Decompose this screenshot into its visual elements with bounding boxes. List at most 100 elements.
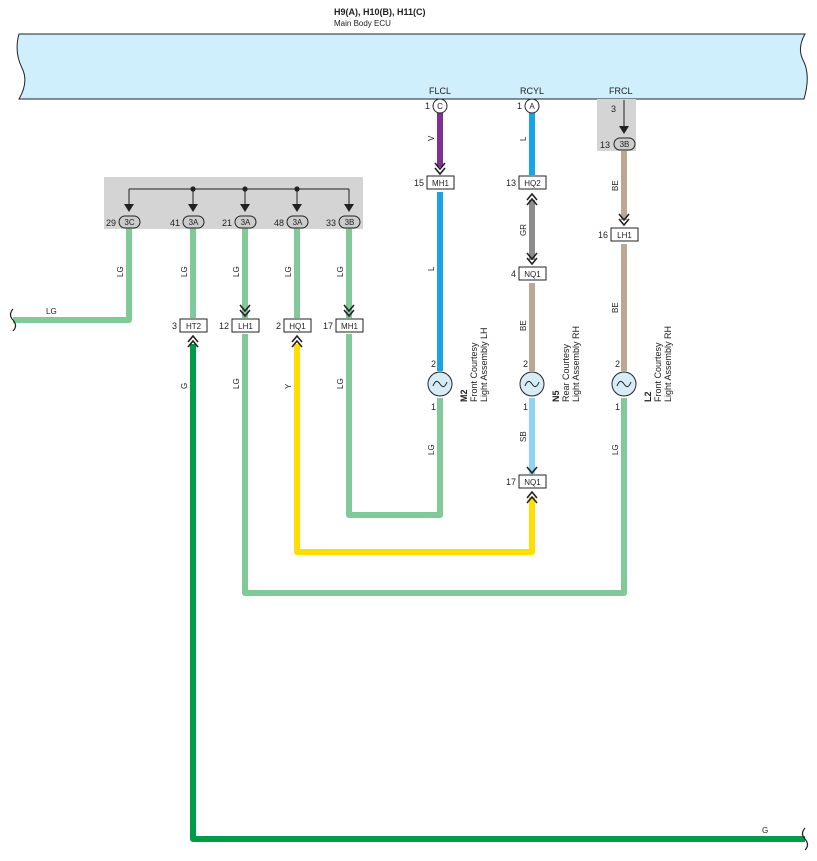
lamp-m2-name-1: Front Courtesy (469, 342, 479, 402)
wire-color-jc4: LG (284, 266, 293, 277)
connector-hq2-pin: 13 (506, 178, 516, 188)
wire-color-lh1-left-down: LG (232, 378, 241, 389)
wire-color-flcl: V (427, 135, 436, 141)
connector-nq1-top: NQ1 4 (511, 252, 547, 281)
connector-hq2-id: HQ2 (524, 179, 541, 188)
wire-color-n5-upper: BE (519, 320, 528, 331)
junction-pin-3: 3A 21 (222, 215, 257, 229)
junction-pin-5: 3B 33 (326, 215, 361, 229)
connector-mh1-left-pin: 17 (323, 321, 333, 331)
wire-color-bottom-out: G (762, 826, 768, 835)
connector-nq1-bottom-id: NQ1 (524, 478, 541, 487)
lamp-l2-pin1: 1 (615, 402, 620, 412)
lamp-m2-pin2: 2 (431, 359, 436, 369)
wire-color-hq2-down: GR (519, 224, 528, 236)
ecu-pin-flcl-number: 1 (425, 101, 430, 111)
wire-g-bottom (190, 344, 805, 842)
lamp-m2-pin1: 1 (431, 402, 436, 412)
wire-color-hq1-down: Y (284, 383, 293, 389)
lamp-m2-name-2: Light Assembly LH (479, 327, 489, 402)
wire-color-jc1: LG (116, 266, 125, 277)
lamp-l2-code: L2 (643, 391, 653, 402)
main-body-ecu-block (16, 33, 808, 100)
lamp-n5: 2 1 N5 Rear Courtesy Light Assembly RH (519, 326, 581, 412)
wire-color-jc5: LG (336, 266, 345, 277)
connector-mh1-left-id: MH1 (341, 322, 358, 331)
ecu-pin-rcyl-number: 1 (517, 101, 522, 111)
connector-mh1-left: MH1 17 (323, 304, 364, 333)
lamp-n5-name-1: Rear Courtesy (561, 343, 571, 402)
connector-ht2-pin: 3 (172, 321, 177, 331)
connector-ht2: HT2 3 (172, 318, 208, 348)
connector-mh1-top-pin: 15 (414, 178, 424, 188)
junction-pin-2-number: 41 (170, 218, 180, 228)
junction-bus (128, 186, 350, 205)
frcl-pin-3b-number: 13 (600, 140, 610, 150)
terminal-flcl-label: FLCL (429, 86, 451, 96)
connector-hq1: HQ1 2 (276, 318, 312, 348)
connector-ht2-id: HT2 (186, 322, 202, 331)
wire-color-mh1-left-down: LG (336, 378, 345, 389)
junction-pin-4: 3A 48 (274, 215, 309, 229)
wire-color-m2-upper: L (427, 266, 436, 271)
connector-hq1-pin: 2 (276, 321, 281, 331)
junction-connector-box (104, 177, 363, 229)
ecu-connectors-label: H9(A), H10(B), H11(C) (334, 7, 426, 17)
connector-mh1-top: MH1 15 (414, 162, 455, 190)
ecu-pin-frcl-number: 3 (611, 104, 616, 114)
ecu-pin-flcl: C 1 (425, 98, 448, 114)
connector-hq1-id: HQ1 (289, 322, 306, 331)
connector-nq1-top-pin: 4 (511, 269, 516, 279)
wire-color-rcyl: L (519, 136, 528, 141)
lamp-n5-pin1: 1 (523, 402, 528, 412)
terminal-rcyl-label: RCYL (520, 86, 544, 96)
lamp-m2: 2 1 M2 Front Courtesy Light Assembly LH (427, 327, 489, 412)
frcl-pin-3b-tag: 3B (620, 140, 630, 149)
wire-color-m2-lower: LG (427, 444, 436, 455)
lamp-l2-name-2: Light Assembly RH (663, 326, 673, 402)
lamp-n5-pin2: 2 (523, 359, 528, 369)
connector-mh1-top-id: MH1 (432, 179, 449, 188)
ecu-pin-frcl: 3 3B 13 (600, 100, 636, 151)
junction-pin-3-tag: 3A (241, 218, 251, 227)
junction-pin-1-tag: 3C (124, 218, 134, 227)
junction-pin-2: 3A 41 (170, 215, 205, 229)
connector-lh1-left: LH1 12 (219, 304, 260, 333)
wire-lg-m2-return (346, 334, 443, 518)
connector-lh1-left-pin: 12 (219, 321, 229, 331)
wire-color-left-in: LG (46, 307, 57, 316)
wire-y-n5-return (294, 344, 535, 555)
junction-pin-2-tag: 3A (189, 218, 199, 227)
wire-color-jc3: LG (232, 266, 241, 277)
junction-pin-5-number: 33 (326, 218, 336, 228)
right-break-mark (801, 827, 809, 851)
junction-pin-1: 3C 29 (106, 215, 141, 229)
connector-lh1-left-id: LH1 (238, 322, 253, 331)
connector-nq1-bottom-pin: 17 (506, 477, 516, 487)
junction-pin-4-number: 48 (274, 218, 284, 228)
connector-lh1-right: LH1 16 (598, 213, 639, 242)
junction-pin-3-number: 21 (222, 218, 232, 228)
lamp-l2: 2 1 L2 Front Courtesy Light Assembly RH (611, 326, 673, 412)
ecu-pin-rcyl: A 1 (517, 98, 540, 114)
junction-pin-4-tag: 3A (293, 218, 303, 227)
wire-color-ht2-down: G (180, 383, 189, 389)
ecu-pin-rcyl-tag: A (529, 102, 535, 111)
left-break-mark (9, 308, 17, 332)
wire-lg-l2-return (242, 334, 627, 596)
connector-lh1-right-pin: 16 (598, 230, 608, 240)
wire-color-jc2: LG (180, 266, 189, 277)
lamp-l2-name-1: Front Courtesy (653, 342, 663, 402)
wire-color-n5-lower: SB (519, 431, 528, 442)
connector-lh1-right-id: LH1 (617, 231, 632, 240)
ecu-name-label: Main Body ECU (334, 19, 391, 28)
wire-color-l2-lower: LG (611, 444, 620, 455)
lamp-m2-code: M2 (459, 389, 469, 402)
junction-pin-5-tag: 3B (345, 218, 355, 227)
junction-arrows (124, 204, 354, 212)
connector-nq1-top-id: NQ1 (524, 270, 541, 279)
connector-nq1-bottom: NQ1 17 (506, 466, 547, 504)
junction-pin-1-number: 29 (106, 218, 116, 228)
wire-color-l2-upper: BE (611, 302, 620, 313)
